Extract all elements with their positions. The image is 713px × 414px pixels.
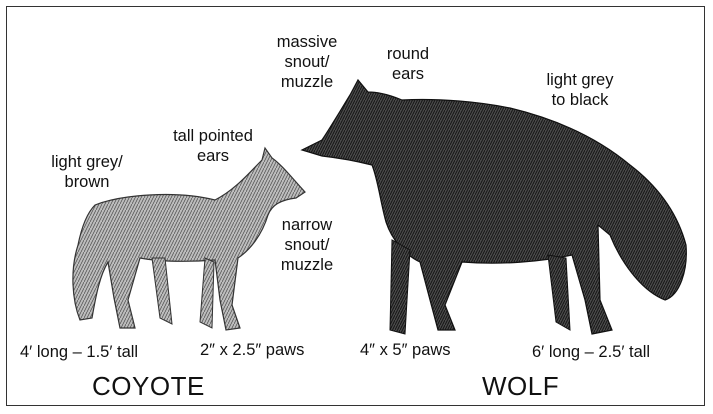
wolf-coat-label: light grey to black bbox=[520, 70, 640, 110]
coyote-paws-label: 2″ x 2.5″ paws bbox=[200, 340, 304, 360]
wolf-snout-label: massive snout/ muzzle bbox=[262, 32, 352, 92]
wolf-ears-label: round ears bbox=[368, 44, 448, 84]
wolf-body bbox=[302, 80, 686, 334]
wolf-figure bbox=[302, 80, 686, 334]
wolf-size-label: 6′ long – 2.5′ tall bbox=[532, 342, 650, 362]
coyote-front-leg bbox=[200, 258, 214, 328]
coyote-size-label: 4′ long – 1.5′ tall bbox=[20, 342, 138, 362]
coyote-title: COYOTE bbox=[92, 371, 205, 401]
coyote-back-leg bbox=[152, 258, 172, 324]
coyote-coat-label: light grey/ brown bbox=[22, 152, 152, 192]
wolf-title: WOLF bbox=[482, 371, 559, 401]
wolf-back-leg bbox=[548, 255, 570, 330]
wolf-front-leg bbox=[390, 240, 410, 334]
coyote-snout-label: narrow snout/ muzzle bbox=[262, 215, 352, 275]
coyote-ears-label: tall pointed ears bbox=[148, 126, 278, 166]
wolf-paws-label: 4″ x 5″ paws bbox=[360, 340, 451, 360]
